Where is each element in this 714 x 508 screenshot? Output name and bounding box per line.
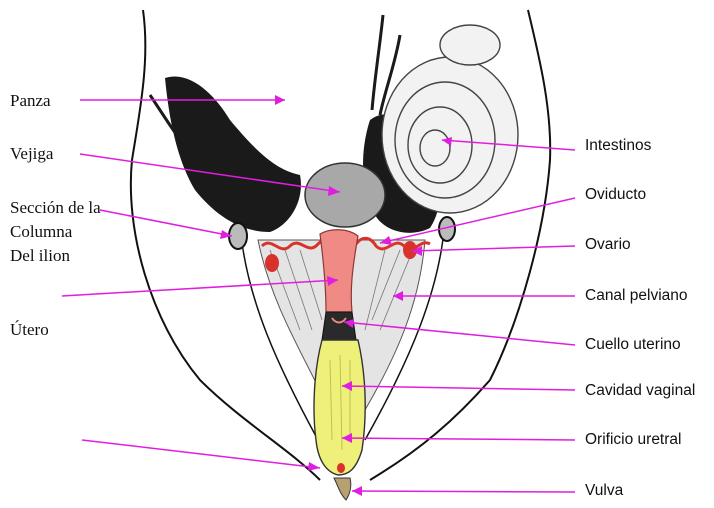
label-cavidad-vaginal: Cavidad vaginal <box>585 382 695 400</box>
label-intestinos: Intestinos <box>585 137 651 155</box>
leader-ovario <box>412 246 575 251</box>
leader-vulva <box>352 491 575 492</box>
label-seccion-line2: Columna <box>10 222 72 242</box>
label-cuello-uterino: Cuello uterino <box>585 336 681 354</box>
label-vulva: Vulva <box>585 482 623 500</box>
vaginal-cavity <box>314 340 365 475</box>
bladder <box>305 163 385 227</box>
label-ovario: Ovario <box>585 236 631 254</box>
urethral-orifice <box>337 463 345 473</box>
leader-seccion <box>100 210 232 236</box>
intestines <box>382 25 518 213</box>
label-panza: Panza <box>10 91 51 111</box>
label-seccion-line3: Del ilion <box>10 246 70 266</box>
label-seccion-line1: Sección de la <box>10 198 101 218</box>
label-oviducto: Oviducto <box>585 186 646 204</box>
label-utero: Útero <box>10 320 49 340</box>
vulva <box>334 478 351 500</box>
leader-vagina-left <box>82 440 320 468</box>
label-vejiga: Vejiga <box>10 144 53 164</box>
ovary-left <box>265 254 279 272</box>
label-orificio-uretral: Orificio uretral <box>585 431 681 449</box>
label-canal-pelviano: Canal pelviano <box>585 287 688 305</box>
leader-orificio <box>342 438 575 440</box>
